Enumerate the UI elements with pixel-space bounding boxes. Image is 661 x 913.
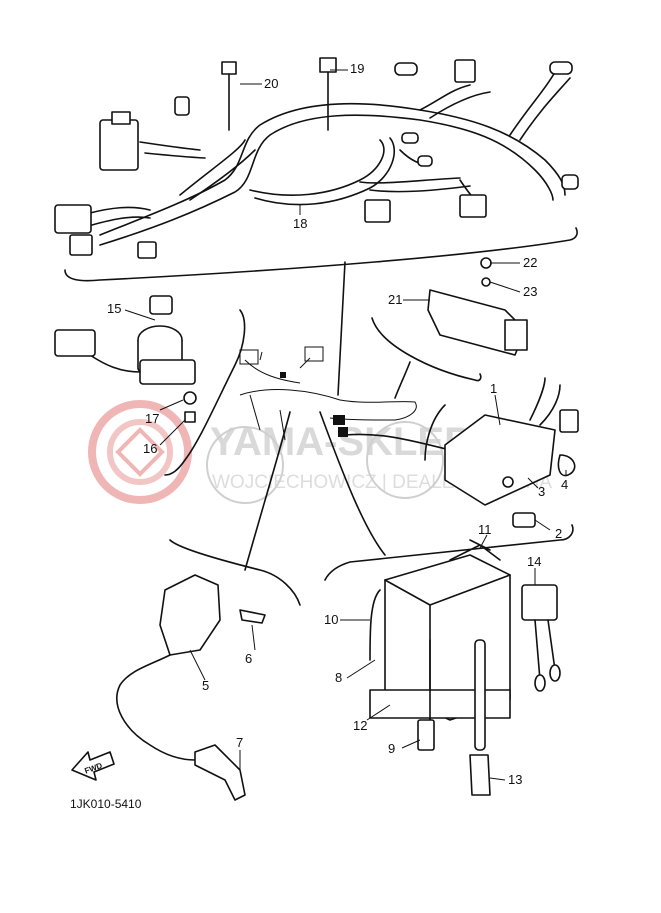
part-label-5: 5	[202, 678, 209, 693]
part-label-1: 1	[490, 381, 497, 396]
part-label-12: 12	[353, 718, 367, 733]
drawing-code: 1JK010-5410	[70, 797, 142, 811]
part-label-9: 9	[388, 741, 395, 756]
part-label-11: 11	[478, 522, 492, 537]
wire-harness	[54, 59, 579, 259]
part-label-23: 23	[523, 284, 537, 299]
callout-lines	[124, 69, 567, 781]
part-labels: 20 19 18 22 23 21 1 3 4 2 15 17 16 11 14…	[107, 61, 568, 787]
part-label-15: 15	[107, 301, 121, 316]
part-label-13: 13	[508, 772, 522, 787]
part-label-17: 17	[145, 411, 159, 426]
front-direction-arrow: FWD	[71, 751, 115, 781]
leader-battery	[319, 411, 386, 556]
leader-ignition-coil	[244, 411, 291, 571]
harness-bracket	[64, 227, 578, 282]
wire-lead-assembly	[521, 584, 561, 692]
part-label-3: 3	[538, 484, 545, 499]
battery-assembly	[324, 524, 574, 796]
leader-relay	[394, 361, 411, 399]
cdi-unit-assembly	[424, 377, 579, 528]
part-label-7: 7	[236, 735, 243, 750]
part-label-6: 6	[245, 651, 252, 666]
part-label-18: 18	[293, 216, 307, 231]
part-label-14: 14	[527, 554, 541, 569]
part-label-16: 16	[143, 441, 157, 456]
part-label-2: 2	[555, 526, 562, 541]
part-label-10: 10	[324, 612, 338, 627]
motorcycle-outline	[206, 346, 444, 504]
main-switch-assembly	[54, 295, 246, 476]
part-label-4: 4	[561, 477, 568, 492]
part-label-21: 21	[388, 292, 402, 307]
part-label-20: 20	[264, 76, 278, 91]
part-label-22: 22	[523, 255, 537, 270]
part-label-19: 19	[350, 61, 364, 76]
cable-tie-20	[221, 61, 237, 131]
part-label-8: 8	[335, 670, 342, 685]
relay-assembly	[371, 257, 528, 382]
leader-cdi	[344, 433, 451, 451]
cable-tie-19	[319, 57, 337, 131]
ignition-coil-assembly	[116, 539, 301, 801]
